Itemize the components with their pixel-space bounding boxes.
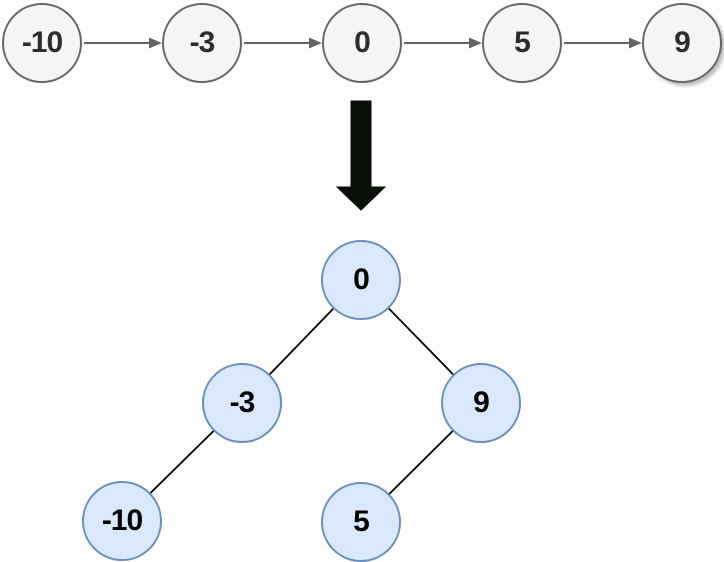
- arrow-head-icon: [469, 37, 482, 49]
- tree-node--10: -10: [82, 481, 162, 561]
- tree-node-value: 5: [353, 505, 370, 538]
- list-node-0: 0: [322, 3, 402, 83]
- arrow-head-icon: [149, 37, 162, 49]
- list-node-value: 0: [354, 26, 371, 59]
- tree-node--3: -3: [202, 363, 282, 443]
- tree-node-value: -10: [101, 504, 143, 537]
- list-link-arrow-4: [564, 37, 642, 49]
- list-node-value: -3: [189, 26, 216, 59]
- list-node-9: 9: [642, 3, 722, 83]
- list-node-value: 5: [514, 26, 531, 59]
- list-node--10: -10: [2, 3, 82, 83]
- tree-node-value: -3: [229, 386, 256, 419]
- tree-node-0-root: 0: [321, 240, 401, 320]
- transform-down-arrow-icon: [335, 100, 387, 211]
- tree-node-5: 5: [321, 482, 401, 562]
- list-node-5: 5: [482, 3, 562, 83]
- arrow-head-icon: [309, 37, 322, 49]
- list-link-arrow-1: [84, 37, 162, 49]
- list-node--3: -3: [162, 3, 242, 83]
- list-node-value: 9: [674, 26, 691, 59]
- arrow-head-icon: [629, 37, 642, 49]
- list-link-arrow-3: [404, 37, 482, 49]
- list-link-arrow-2: [244, 37, 322, 49]
- list-node-value: -10: [21, 26, 63, 59]
- tree-node-9: 9: [441, 363, 521, 443]
- tree-node-value: 9: [473, 386, 490, 419]
- tree-node-value: 0: [353, 263, 370, 296]
